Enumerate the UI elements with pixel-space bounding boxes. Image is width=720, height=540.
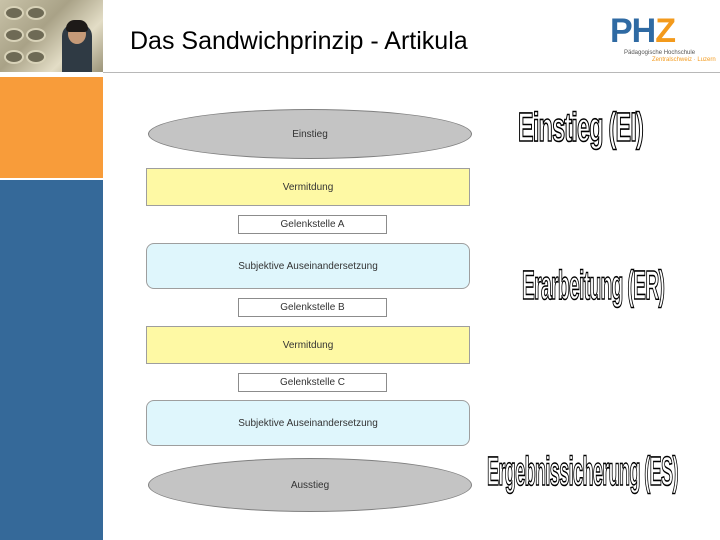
ausstieg-ellipse: Ausstieg	[148, 458, 472, 512]
gelenkstelle-b-box: Gelenkstelle B	[238, 298, 387, 317]
einstieg-ellipse: Einstieg	[148, 109, 472, 159]
eye-graphic	[4, 28, 24, 42]
sidebar-blue-bar	[0, 180, 103, 540]
header-divider	[103, 72, 720, 73]
eye-graphic	[4, 6, 24, 20]
logo-mark: PHZ	[610, 12, 676, 50]
eye-graphic	[4, 50, 24, 64]
vermittlung-box-1: Vermitdung	[146, 168, 470, 206]
eye-graphic	[26, 28, 46, 42]
vermittlung-box-2: Vermitdung	[146, 326, 470, 364]
header-photo	[0, 0, 103, 72]
eye-graphic	[26, 50, 46, 64]
phase-label-einstieg: Einstieg (EI)	[518, 105, 645, 151]
page-title: Das Sandwichprinzip - Artikula	[130, 27, 468, 55]
sidebar-orange-bar	[0, 77, 103, 178]
phz-logo: PHZ Pädagogische Hochschule Zentralschwe…	[610, 12, 716, 66]
gelenkstelle-c-box: Gelenkstelle C	[238, 373, 387, 392]
subjektive-box-1: Subjektive Auseinandersetzung	[146, 243, 470, 289]
person-hair	[66, 20, 88, 32]
eye-graphic	[26, 6, 46, 20]
logo-subtitle-2: Zentralschweiz · Luzern	[652, 57, 716, 63]
gelenkstelle-a-box: Gelenkstelle A	[238, 215, 387, 234]
subjektive-box-2: Subjektive Auseinandersetzung	[146, 400, 470, 446]
phase-label-erarbeitung: Erarbeitung (ER)	[522, 263, 666, 309]
logo-subtitle-1: Pädagogische Hochschule	[624, 50, 696, 56]
phase-label-ergebnissicherung: Ergebnissicherung (ES)	[487, 449, 679, 495]
